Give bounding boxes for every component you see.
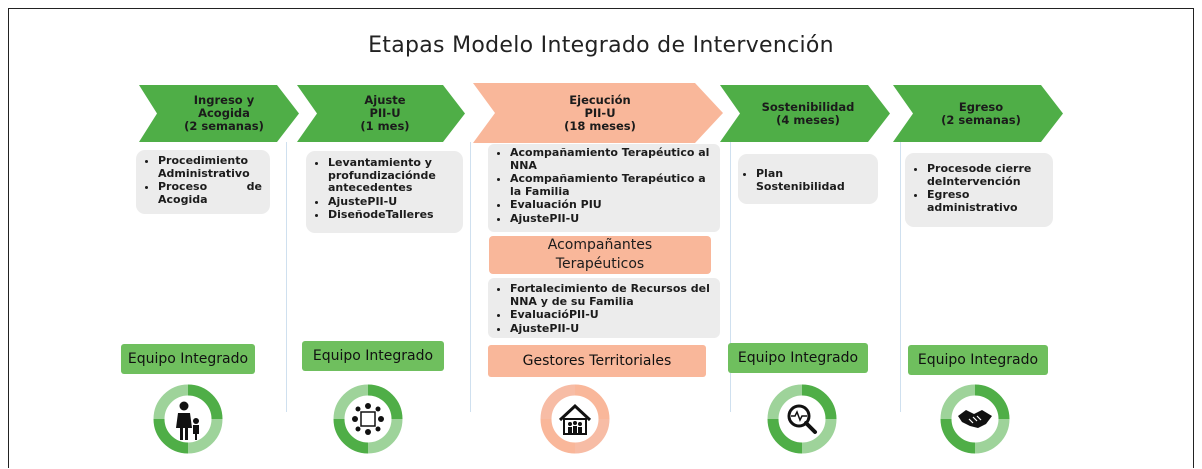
acompanantes-terapeuticos-badge: Acompañantes Terapéuticos — [489, 236, 711, 274]
stage-label-line: PII-U — [584, 105, 616, 120]
team-label-ajuste: Equipo Integrado — [302, 341, 444, 371]
stage-egreso-chevron: Egreso (2 semanas) — [893, 85, 1063, 142]
activity-item: AjustePII-U — [510, 322, 714, 336]
stage-label-line: (2 semanas) — [184, 119, 264, 133]
stage-label-line: Ajuste — [364, 93, 406, 107]
diagram-title: Etapas Modelo Integrado de Intervención — [368, 33, 834, 58]
column-divider — [730, 142, 731, 412]
stage-ejecucion-activities-bottom: Fortalecimiento de Recursos del NNA y de… — [488, 278, 720, 338]
activity-item: EvaluacióPII-U — [510, 308, 714, 322]
activity-item: Acompañamiento Terapéutico a la Familia — [510, 172, 714, 198]
stage-ajuste-activities: Levantamiento y profundizacióndе anteced… — [306, 151, 463, 233]
stage-ejecucion-chevron: Ejecución PII-U (18 meses) — [473, 83, 723, 143]
stage-label-line: Ingreso y — [193, 93, 255, 107]
activity-item: Evaluación PIU — [510, 198, 714, 212]
stage-ejecucion-activities-top: Acompañamiento Terapéutico al NNA Acompa… — [488, 144, 720, 232]
activity-item: Procesode cierre deIntervención — [927, 162, 1049, 188]
magnifier-pulse-icon — [767, 384, 837, 454]
stage-label-line: (18 meses) — [564, 118, 636, 133]
column-divider — [470, 142, 471, 412]
activity-item: Plan Sostenibilidad — [756, 167, 874, 193]
stage-label-line: (1 mes) — [360, 119, 410, 133]
column-divider — [286, 142, 287, 412]
badge-line: Acompañantes — [547, 237, 653, 253]
activity-item: Levantamiento y profundizacióndе anteced… — [328, 156, 459, 195]
activity-item: AjustePII-U — [510, 212, 714, 226]
team-label-ejecucion: Gestores Territoriales — [488, 345, 706, 377]
activity-item: Acompañamiento Terapéutico al NNA — [510, 146, 714, 172]
column-divider — [900, 142, 901, 412]
stage-sostenibilidad-activities: Plan Sostenibilidad — [738, 154, 878, 204]
house-family-icon — [540, 384, 610, 454]
stage-label-line: (4 meses) — [776, 112, 840, 127]
activity-item: Procedimiento Administrativo — [158, 154, 262, 180]
stage-label-line: Sostenibilidad — [761, 99, 855, 114]
stage-label-line: Egreso — [958, 99, 1004, 114]
activity-item: Egreso administrativo — [927, 188, 1049, 214]
activity-item: AjustePII-U — [328, 195, 459, 209]
stage-label-line: Ejecución — [569, 92, 631, 107]
badge-line: Terapéuticos — [555, 256, 645, 272]
handshake-icon — [940, 384, 1010, 454]
stage-label-line: Acogida — [198, 106, 250, 120]
frame — [8, 8, 1194, 468]
team-label-sostenibilidad: Equipo Integrado — [728, 343, 868, 373]
activity-item: Proceso de Acogida — [158, 180, 262, 206]
activity-item: Fortalecimiento de Recursos del NNA y de… — [510, 282, 714, 308]
stage-ajuste-chevron: Ajuste PII-U (1 mes) — [297, 85, 465, 142]
stage-ingreso-chevron: Ingreso y Acogida (2 semanas) — [139, 85, 299, 142]
stage-sostenibilidad-chevron: Sostenibilidad (4 meses) — [720, 85, 890, 142]
stage-label-line: PII-U — [369, 106, 401, 120]
stage-egreso-activities: Procesode cierre deIntervención Egreso a… — [905, 153, 1053, 227]
team-label-egreso: Equipo Integrado — [908, 345, 1048, 375]
family-icon — [153, 384, 223, 454]
stage-ingreso-activities: Procedimiento Administrativo Proceso de … — [136, 150, 270, 214]
stage-label-line: (2 semanas) — [941, 112, 1021, 127]
team-label-ingreso: Equipo Integrado — [121, 344, 255, 374]
meeting-icon — [333, 384, 403, 454]
activity-item: DiseñodeTalleres — [328, 208, 459, 222]
